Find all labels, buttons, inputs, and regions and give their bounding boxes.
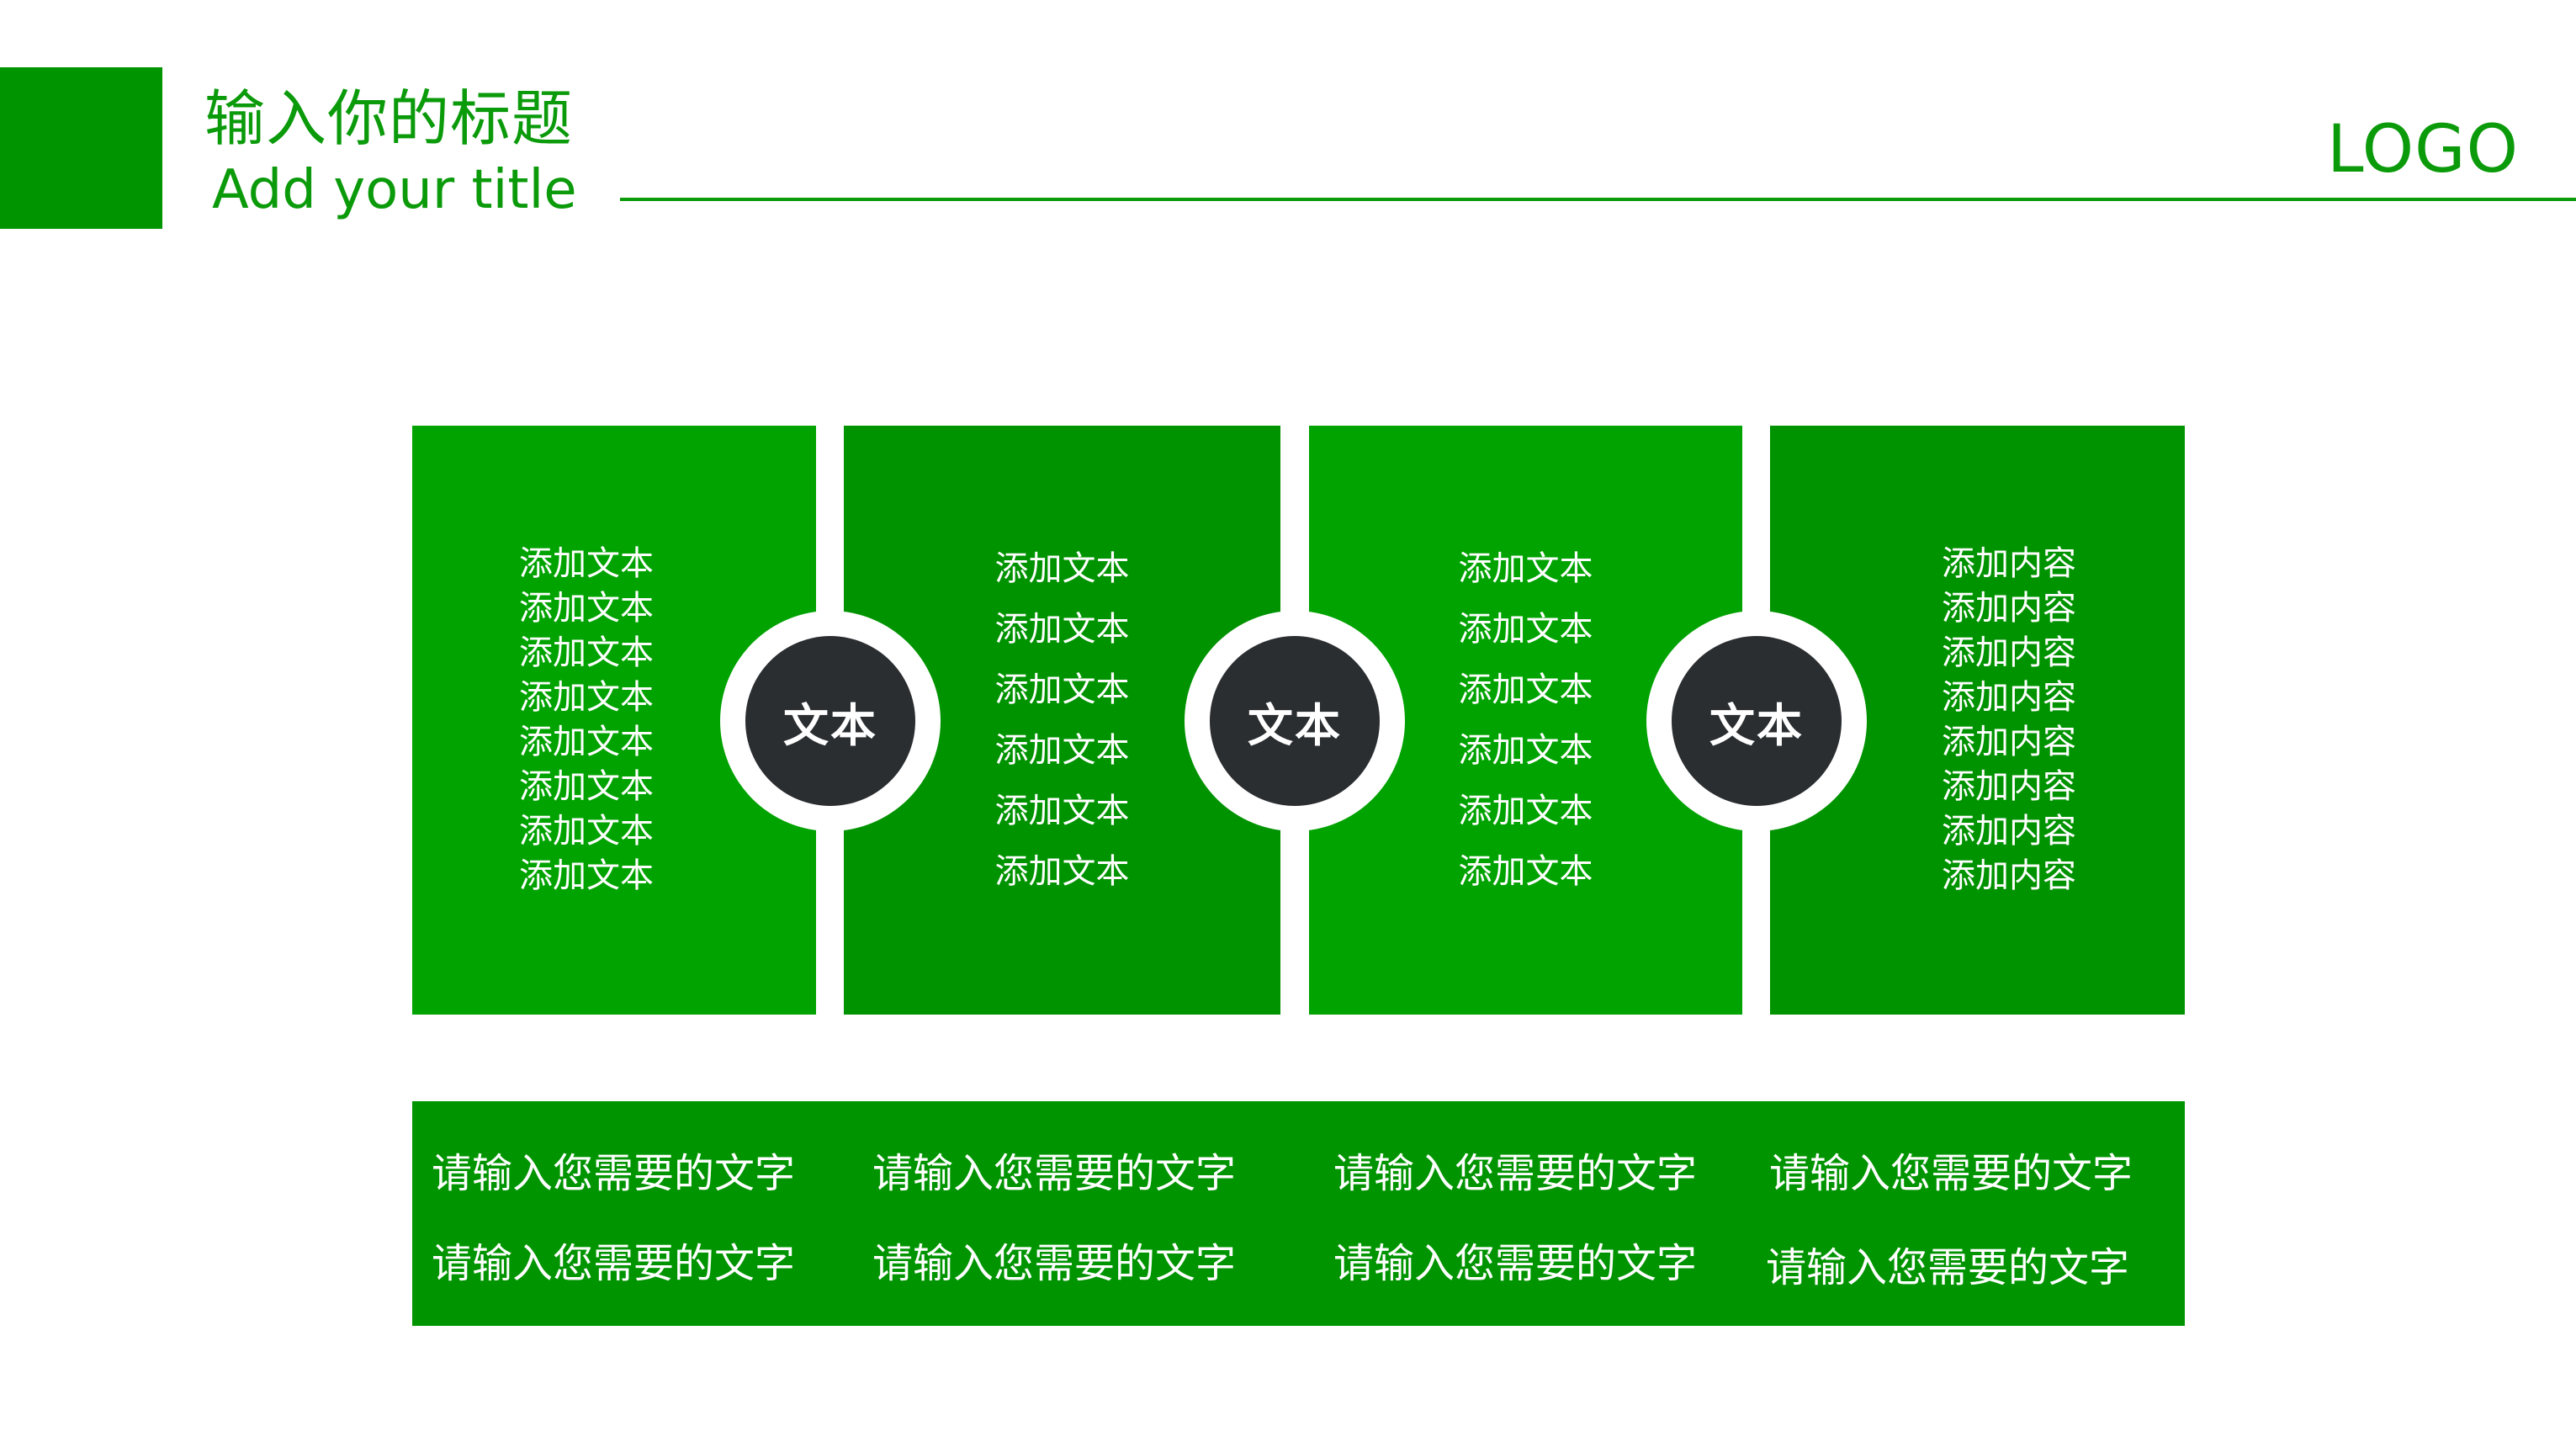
panel-text-line: 添加文本 <box>519 544 654 583</box>
panel-text-line: 添加文本 <box>994 792 1130 830</box>
panel-text-line: 添加内容 <box>1942 589 2076 628</box>
bar-text-r1-c2[interactable]: 请输入您需要的文字 <box>872 1150 1237 1197</box>
connector-node-2: 文本 <box>1185 611 1405 831</box>
panel-text-line: 添加文本 <box>994 852 1130 891</box>
panel-4: 添加内容 添加内容 添加内容 添加内容 添加内容 添加内容 添加内容 添加内容 <box>1770 426 2185 1015</box>
panel-text-line: 添加内容 <box>1942 812 2076 851</box>
bar-text-r2-c4[interactable]: 请输入您需要的文字 <box>1766 1244 2130 1291</box>
panel-text-line: 添加文本 <box>519 812 654 851</box>
panel-text-line: 添加文本 <box>994 670 1130 709</box>
bar-text-r2-c3[interactable]: 请输入您需要的文字 <box>1333 1240 1698 1287</box>
panel-text-line: 添加内容 <box>1942 723 2076 761</box>
panel-2-text[interactable]: 添加文本 添加文本 添加文本 添加文本 添加文本 添加文本 <box>995 538 1130 902</box>
panel-3-text[interactable]: 添加文本 添加文本 添加文本 添加文本 添加文本 添加文本 <box>1459 538 1593 902</box>
panel-text-line: 添加内容 <box>1942 544 2076 583</box>
panel-text-line: 添加文本 <box>1458 610 1593 649</box>
title-english[interactable]: Add your title <box>212 159 577 221</box>
connector-node-3-label[interactable]: 文本 <box>1672 636 1842 806</box>
connector-node-3: 文本 <box>1646 611 1867 831</box>
bar-text-r1-c4[interactable]: 请输入您需要的文字 <box>1769 1150 2133 1197</box>
bottom-text-bar: 请输入您需要的文字 请输入您需要的文字 请输入您需要的文字 请输入您需要的文字 … <box>412 1101 2185 1326</box>
panel-text-line: 添加文本 <box>1458 670 1593 709</box>
connector-node-1-label[interactable]: 文本 <box>745 636 915 806</box>
panel-text-line: 添加内容 <box>1942 633 2076 672</box>
panel-text-line: 添加文本 <box>519 723 654 761</box>
title-chinese[interactable]: 输入你的标题 <box>204 83 574 154</box>
panel-text-line: 添加文本 <box>519 678 654 717</box>
header-accent-square <box>0 67 162 229</box>
connector-node-2-label[interactable]: 文本 <box>1210 636 1380 806</box>
panel-text-line: 添加文本 <box>519 589 654 628</box>
connector-node-1: 文本 <box>720 611 941 831</box>
panel-text-line: 添加文本 <box>1458 792 1593 830</box>
logo-placeholder[interactable]: LOGO <box>2327 112 2519 188</box>
bar-text-r1-c1[interactable]: 请输入您需要的文字 <box>432 1150 796 1197</box>
bar-text-r2-c2[interactable]: 请输入您需要的文字 <box>872 1240 1237 1287</box>
bar-text-r2-c1[interactable]: 请输入您需要的文字 <box>432 1240 796 1287</box>
panel-text-line: 添加内容 <box>1942 856 2076 895</box>
panel-text-line: 添加文本 <box>1458 731 1593 770</box>
panel-1-text[interactable]: 添加文本 添加文本 添加文本 添加文本 添加文本 添加文本 添加文本 添加文本 <box>519 542 654 898</box>
panel-text-line: 添加文本 <box>519 856 654 895</box>
panel-text-line: 添加文本 <box>1458 549 1593 588</box>
panel-text-line: 添加文本 <box>994 731 1130 770</box>
header-divider-line <box>620 198 2576 201</box>
bar-text-r1-c3[interactable]: 请输入您需要的文字 <box>1333 1150 1698 1197</box>
panel-text-line: 添加内容 <box>1942 678 2076 717</box>
panel-text-line: 添加内容 <box>1942 767 2076 806</box>
panel-text-line: 添加文本 <box>1458 852 1593 891</box>
panel-4-text[interactable]: 添加内容 添加内容 添加内容 添加内容 添加内容 添加内容 添加内容 添加内容 <box>1942 542 2076 898</box>
panel-text-line: 添加文本 <box>519 767 654 806</box>
panel-text-line: 添加文本 <box>994 610 1130 649</box>
panel-text-line: 添加文本 <box>994 549 1130 588</box>
panel-text-line: 添加文本 <box>519 633 654 672</box>
